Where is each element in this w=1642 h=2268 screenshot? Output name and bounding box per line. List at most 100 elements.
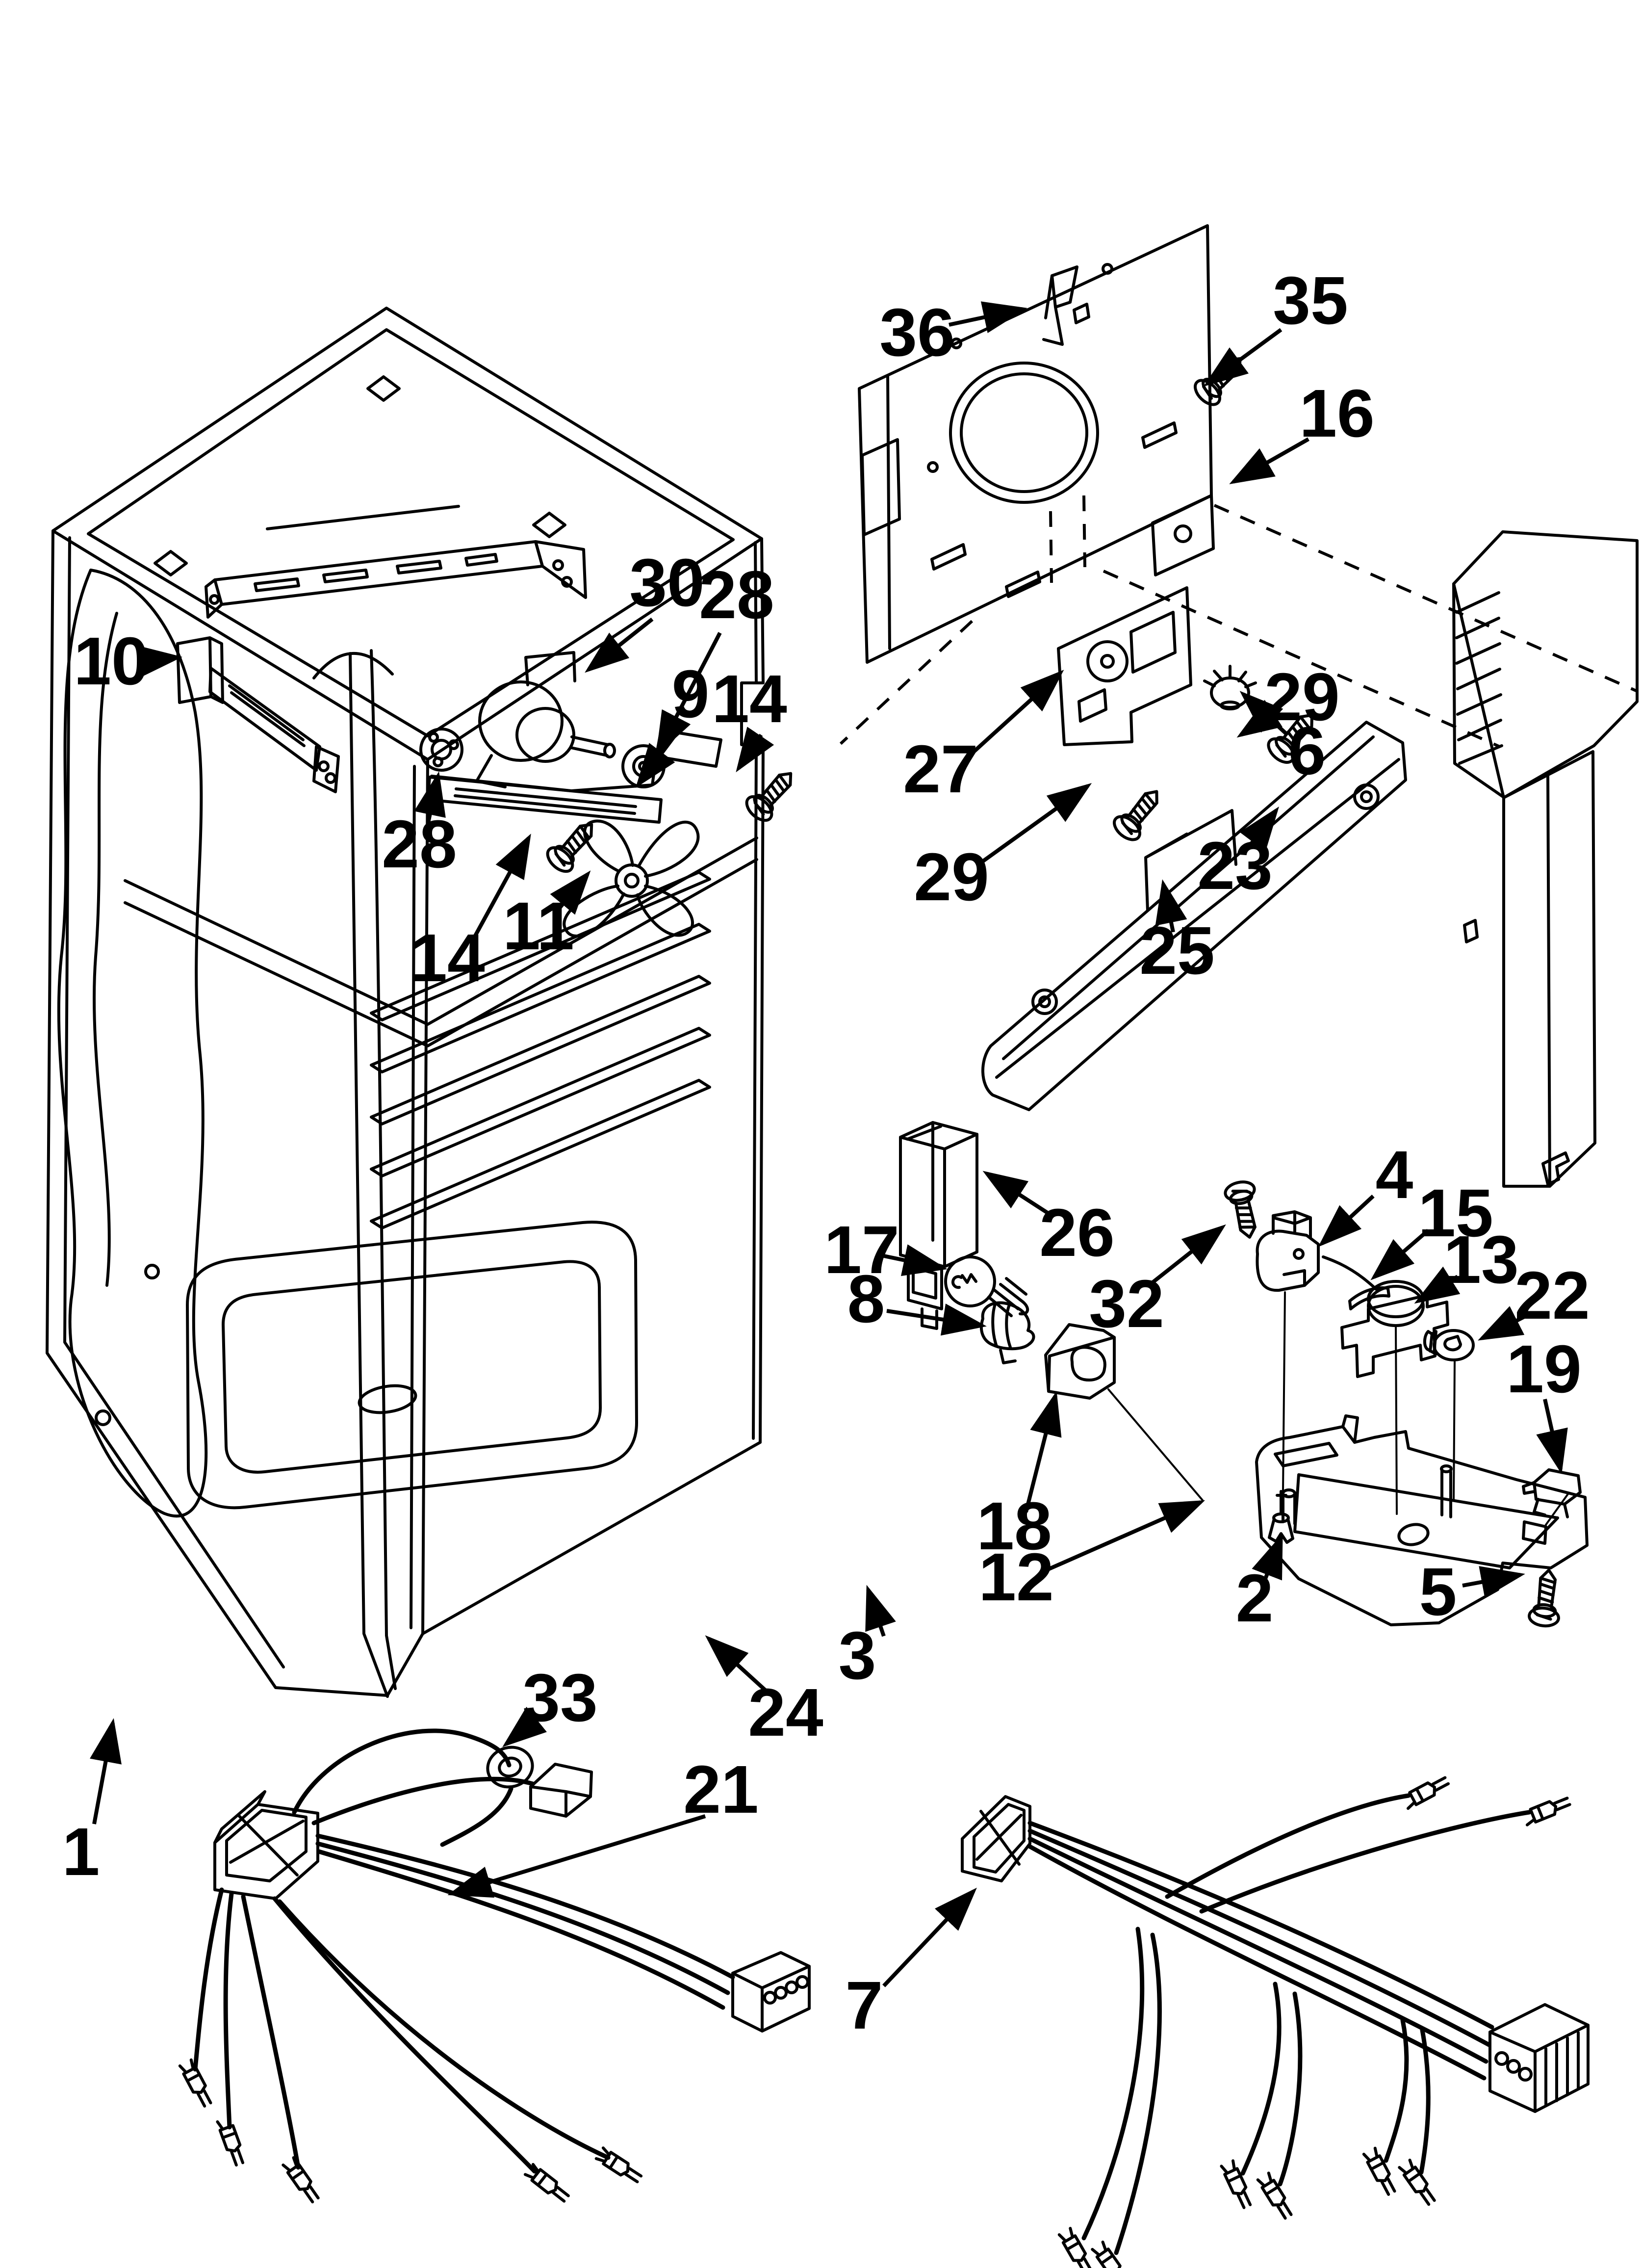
callout-arrow-11	[550, 870, 591, 915]
support-bracket-10	[176, 636, 340, 793]
callout-30: 30	[629, 545, 705, 621]
top-mounting-rail	[205, 505, 587, 619]
air-damper-duct-23	[1452, 530, 1639, 1188]
wire-harness-7	[961, 1793, 1590, 2255]
callout-19: 19	[1506, 1331, 1582, 1407]
callout-5: 5	[1419, 1554, 1457, 1630]
capillary-tube-15	[1348, 1286, 1390, 1310]
terminal-7-b-icon	[1521, 1797, 1571, 1826]
grommet-33	[486, 1746, 534, 1789]
callout-arrow-23	[1239, 807, 1279, 852]
callout-4: 4	[1376, 1137, 1413, 1213]
callout-18: 18	[976, 1488, 1052, 1564]
callout-33: 33	[522, 1660, 598, 1736]
vent-hole-icon	[532, 512, 566, 538]
callout-arrow-35	[1203, 328, 1283, 387]
screw-29a-icon	[1267, 713, 1313, 764]
back-vent-slats	[370, 871, 711, 1229]
callout-8: 8	[847, 1261, 885, 1337]
callout-arrow-13	[1414, 1266, 1461, 1304]
callout-7: 7	[846, 1968, 883, 2043]
fan-blade-11	[563, 819, 700, 938]
bottom-basin	[144, 1221, 638, 1510]
callout-arrow-19	[1536, 1399, 1568, 1474]
control-knob-22	[1423, 1329, 1475, 1361]
callout-28: 28	[699, 557, 774, 633]
callout-arrow-30	[585, 617, 654, 673]
callout-arrow-9	[636, 724, 685, 788]
callout-arrow-36	[949, 301, 1027, 333]
callout-arrow-25	[1155, 879, 1187, 933]
access-plate-27	[1057, 586, 1192, 746]
screw-icons	[546, 357, 1560, 1628]
callout-15: 15	[1418, 1175, 1493, 1251]
callout-9: 9	[672, 656, 710, 732]
callout-arrow-1	[90, 1718, 122, 1825]
sensor-flag-36	[1042, 265, 1078, 346]
callout-10: 10	[74, 624, 149, 699]
terminal-21-d-icon	[523, 2163, 570, 2203]
overload-relay-4	[1256, 1210, 1320, 1292]
terminal-21-c-icon	[282, 2156, 320, 2204]
bulb-socket-8	[980, 1301, 1035, 1364]
callout-arrow-14	[470, 834, 531, 943]
terminal-7-a-icon	[1400, 1776, 1450, 1810]
callout-27: 27	[903, 731, 978, 807]
callout-arrow-28	[656, 632, 722, 756]
callout-arrow-12	[1044, 1500, 1206, 1573]
hole-plug-6	[1203, 665, 1257, 710]
callout-arrow-5	[1462, 1566, 1525, 1598]
callout-25: 25	[1139, 913, 1215, 989]
screw-32-icon	[1224, 1180, 1257, 1239]
callout-11: 11	[503, 888, 574, 964]
screw-5-icon	[1528, 1568, 1560, 1628]
callout-arrow-27	[968, 670, 1064, 757]
fan-motor-30	[475, 651, 616, 788]
callout-arrow-22	[1478, 1306, 1527, 1341]
vent-hole-icon	[366, 375, 401, 402]
terminal-7-e-icon	[1220, 2159, 1252, 2209]
terminal-21-e-icon	[594, 2146, 643, 2184]
callout-arrow-26	[982, 1171, 1055, 1219]
callout-arrow-10	[137, 645, 182, 678]
callout-arrow-16	[1229, 437, 1309, 484]
callout-12: 12	[978, 1539, 1054, 1615]
terminal-7-g-icon	[1362, 2146, 1396, 2196]
callout-arrow-21	[447, 1814, 706, 1898]
control-housing-assembly	[899, 1121, 1589, 1626]
terminal-21-b-icon	[216, 2116, 245, 2167]
callout-arrow-14	[736, 727, 774, 773]
callout-36: 36	[879, 295, 955, 370]
callout-3: 3	[839, 1618, 876, 1694]
light-bulb-17	[944, 1255, 1029, 1317]
thermostat-13	[1322, 1255, 1449, 1378]
callout-13: 13	[1443, 1222, 1519, 1298]
callout-arrow-2	[1252, 1533, 1283, 1581]
callout-16: 16	[1299, 376, 1375, 451]
callout-6: 6	[1288, 713, 1326, 789]
terminal-7-c-icon	[1057, 2227, 1093, 2268]
callout-arrow-18	[1024, 1391, 1062, 1512]
callout-arrow-3	[865, 1585, 896, 1637]
liner-cabinet	[46, 307, 765, 1698]
callout-22: 22	[1514, 1258, 1590, 1333]
terminal-7-d-icon	[1091, 2241, 1122, 2268]
motor-bracket-9	[426, 729, 722, 824]
callout-32: 32	[1089, 1266, 1164, 1342]
callout-14: 14	[410, 920, 485, 996]
callout-28: 28	[382, 807, 457, 882]
screw-14b-icon	[546, 823, 593, 873]
terminal-7-f-icon	[1256, 2171, 1293, 2220]
motor-grommet-28	[419, 728, 463, 772]
terminal-21-a-icon	[178, 2058, 212, 2108]
screw-29b-icon	[1113, 790, 1158, 841]
callout-arrow-32	[1146, 1224, 1226, 1288]
callout-35: 35	[1273, 263, 1348, 339]
wire-harness-21	[193, 1728, 811, 2174]
evaporator-cover-panel-16	[839, 224, 1637, 748]
callout-arrow-8	[886, 1303, 987, 1336]
callout-arrow-17	[883, 1244, 948, 1276]
